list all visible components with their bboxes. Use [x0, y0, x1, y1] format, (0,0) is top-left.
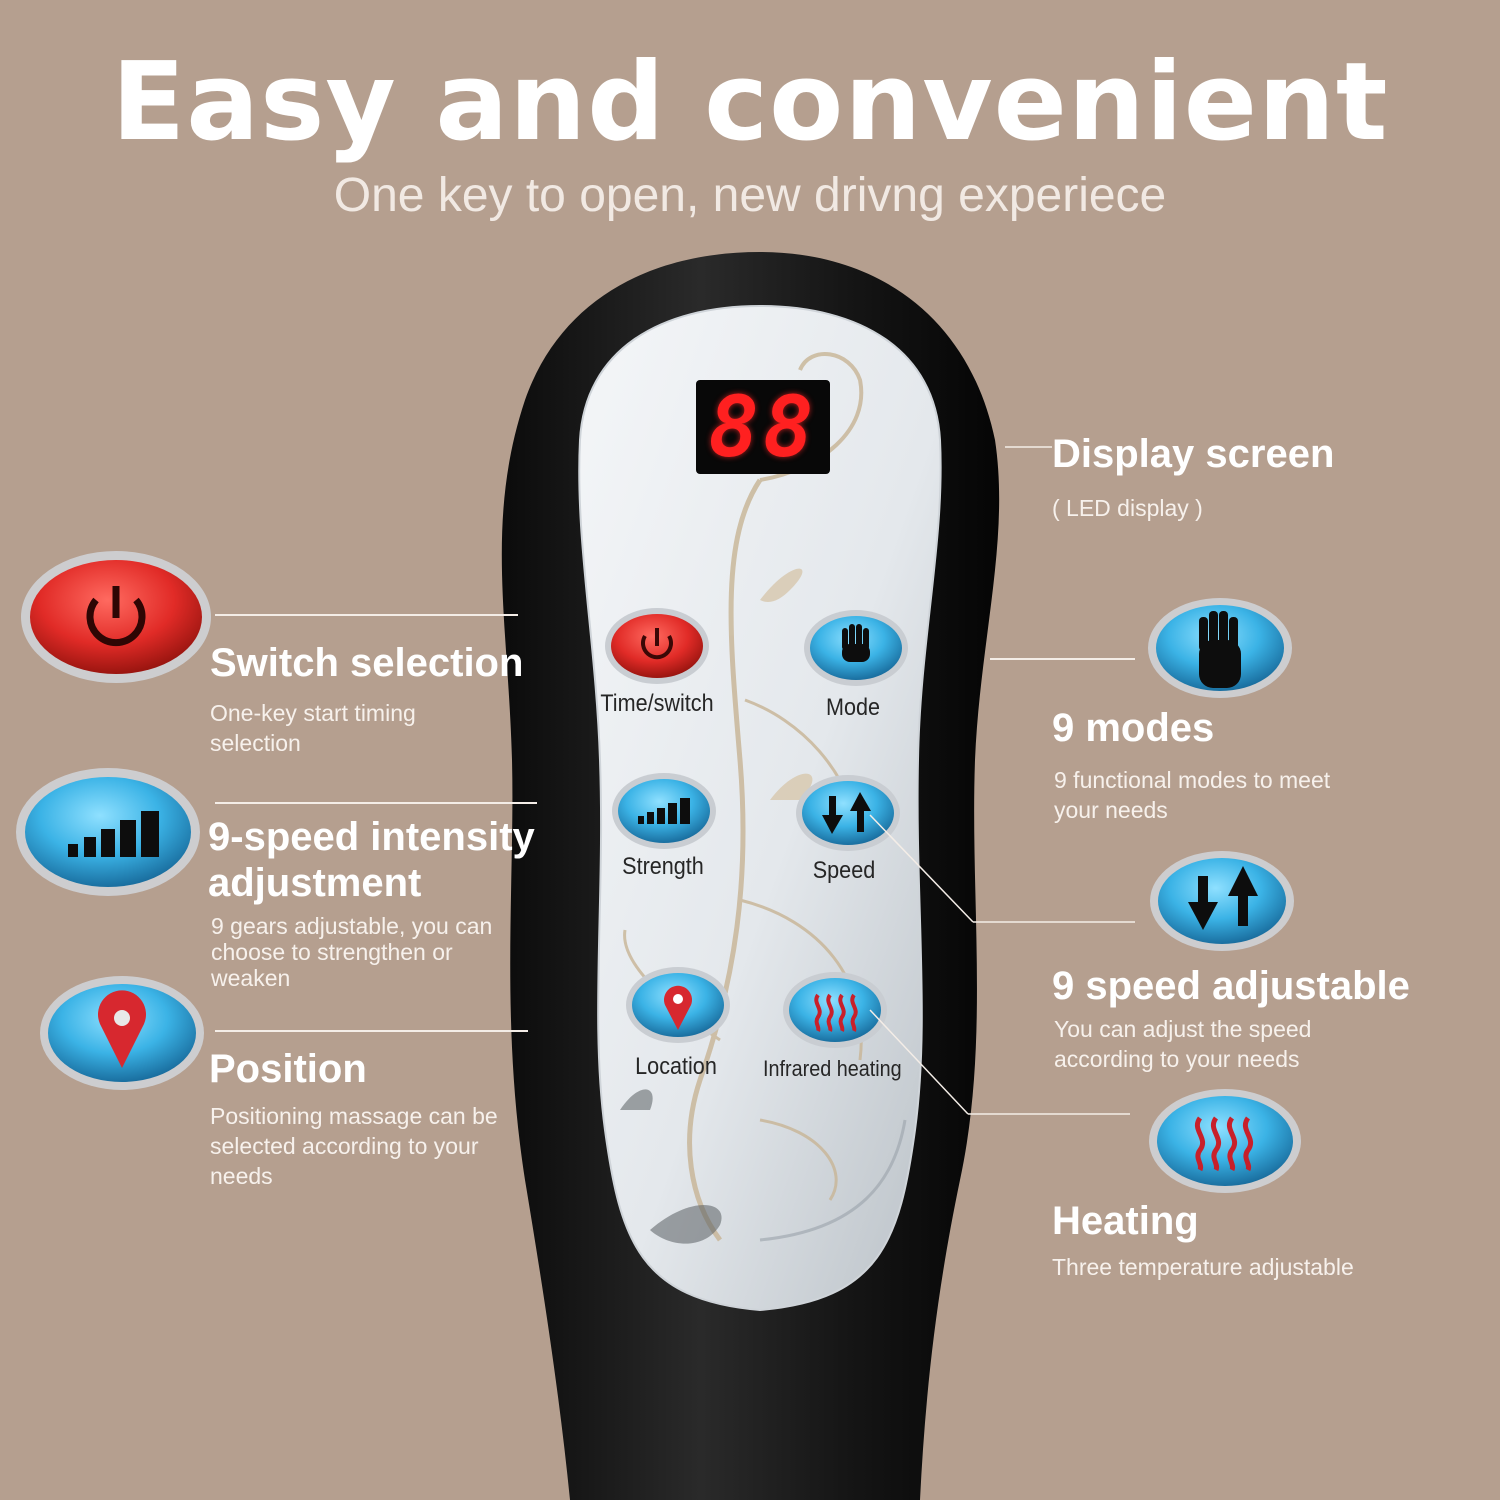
- callout-location-button: [40, 976, 204, 1090]
- infrared-heating-label: Infrared heating: [763, 1056, 902, 1081]
- callout-power-button: [21, 551, 211, 683]
- signal-bars-icon: [638, 798, 690, 824]
- remote-panel: [578, 304, 942, 1312]
- position-feature-desc: Positioning massage can be selected acco…: [210, 1103, 498, 1189]
- mode-button[interactable]: [804, 610, 908, 686]
- page-subtitle: One key to open, new drivng experiece: [333, 169, 1167, 222]
- hand-icon: [1199, 611, 1241, 688]
- position-callout-line: [215, 1030, 528, 1032]
- location-label: Location: [635, 1053, 717, 1080]
- switch-feature-desc: One-key start timing selection: [210, 700, 416, 756]
- time-switch-label: Time/switch: [600, 690, 714, 717]
- intensity-feature-desc: 9 gears adjustable, you can choose to st…: [211, 913, 493, 991]
- mode-label: Mode: [825, 694, 881, 721]
- dark-leaf-decoration: [620, 1089, 722, 1244]
- location-button[interactable]: [626, 967, 730, 1043]
- location-pin-icon: [97, 990, 147, 1068]
- heat-waves-icon: [1194, 1116, 1254, 1172]
- switch-feature-title: Switch selection: [210, 641, 523, 685]
- intensity-feature-title: 9-speed intensity adjustment: [208, 815, 535, 905]
- speed-label: Speed: [812, 857, 876, 884]
- position-feature-title: Position: [209, 1047, 367, 1091]
- signal-bars-icon: [68, 811, 159, 857]
- callout-speed-button: [1150, 851, 1294, 951]
- speed-feature-title: 9 speed adjustable: [1052, 964, 1410, 1008]
- up-down-arrows-icon: [822, 792, 871, 834]
- strength-label: Strength: [622, 853, 704, 880]
- strength-button[interactable]: [612, 773, 716, 849]
- intensity-callout-line: [215, 802, 537, 804]
- location-pin-icon: [664, 985, 692, 1030]
- time-switch-button[interactable]: [605, 608, 709, 684]
- speed-button[interactable]: [796, 775, 900, 851]
- infrared-heating-button[interactable]: [783, 972, 887, 1048]
- display-feature-title: Display screen: [1052, 432, 1335, 476]
- heat-waves-icon: [814, 993, 858, 1032]
- page-title: Easy and convenient: [111, 40, 1389, 165]
- callout-strength-button: [16, 768, 200, 896]
- hand-icon: [842, 624, 870, 662]
- power-icon: [86, 586, 146, 647]
- modes-feature-desc: 9 functional modes to meet your needs: [1054, 767, 1331, 823]
- heating-feature-title: Heating: [1052, 1199, 1199, 1243]
- callout-mode-button: [1148, 598, 1292, 698]
- heating-feature-desc: Three temperature adjustable: [1052, 1254, 1354, 1280]
- display-feature-desc: ( LED display ): [1052, 495, 1203, 521]
- speed-feature-desc: You can adjust the speed according to yo…: [1054, 1016, 1312, 1072]
- modes-feature-title: 9 modes: [1052, 706, 1215, 750]
- power-icon: [641, 628, 673, 660]
- up-down-arrows-icon: [1188, 866, 1258, 930]
- modes-callout-line: [990, 658, 1135, 660]
- switch-callout-line: [215, 614, 518, 616]
- led-display: 88: [696, 378, 830, 476]
- callout-heating-button: [1149, 1089, 1301, 1193]
